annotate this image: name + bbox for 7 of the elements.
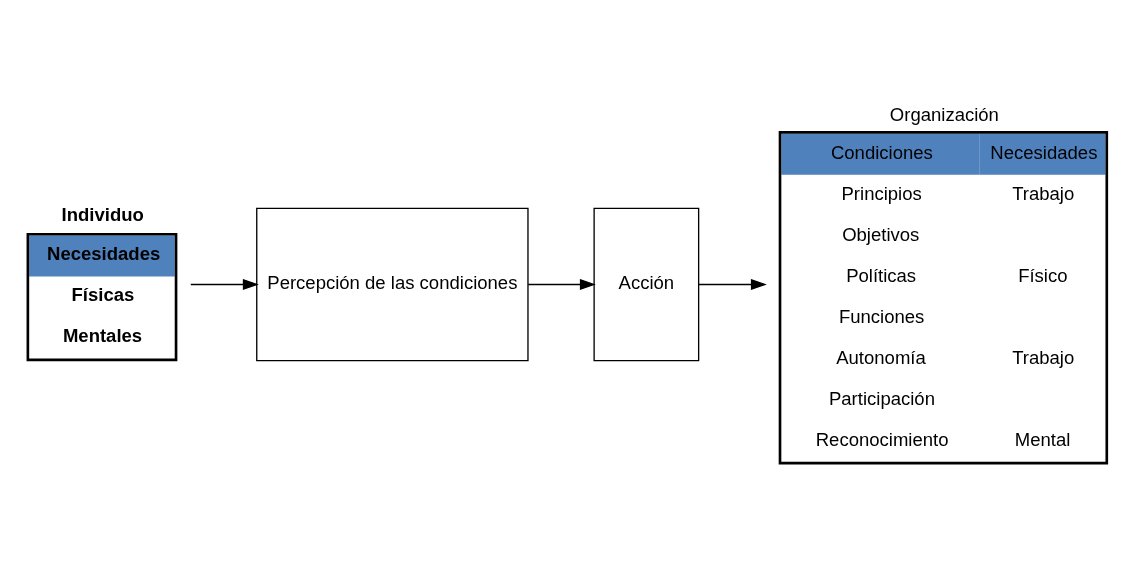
node-label: Individuo: [61, 204, 144, 226]
arrow: [190, 278, 259, 291]
arrow: [527, 278, 596, 291]
node-box: Acción: [593, 207, 700, 362]
node-label: Organización: [889, 103, 999, 125]
arrow: [698, 278, 767, 291]
node-box: Percepción de las condiciones: [256, 207, 529, 362]
